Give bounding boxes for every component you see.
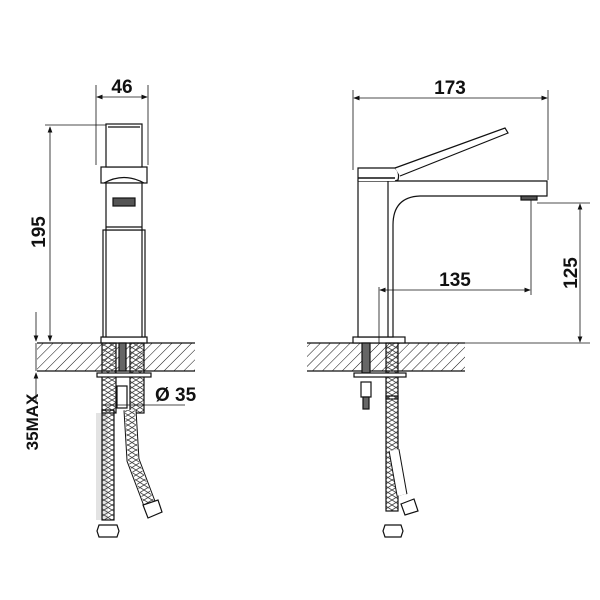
hoses-front [96, 342, 163, 538]
faucet-body-front [100, 123, 148, 344]
faucet-body-side [352, 127, 548, 344]
label-length-173: 173 [434, 78, 466, 99]
dimension-135 [378, 200, 532, 343]
side-view [307, 90, 590, 538]
label-spout-height-125: 125 [561, 257, 582, 289]
label-height-195: 195 [29, 216, 50, 248]
dimension-173 [352, 90, 549, 180]
label-diameter-35: Ø 35 [155, 385, 197, 406]
front-view [33, 85, 195, 538]
label-35max: 35MAX [23, 393, 42, 450]
dimension-125 [400, 202, 590, 344]
label-reach-135: 135 [439, 270, 471, 291]
hoses-side [353, 342, 419, 538]
dimension-195 [45, 124, 106, 342]
label-width-46: 46 [111, 77, 132, 98]
